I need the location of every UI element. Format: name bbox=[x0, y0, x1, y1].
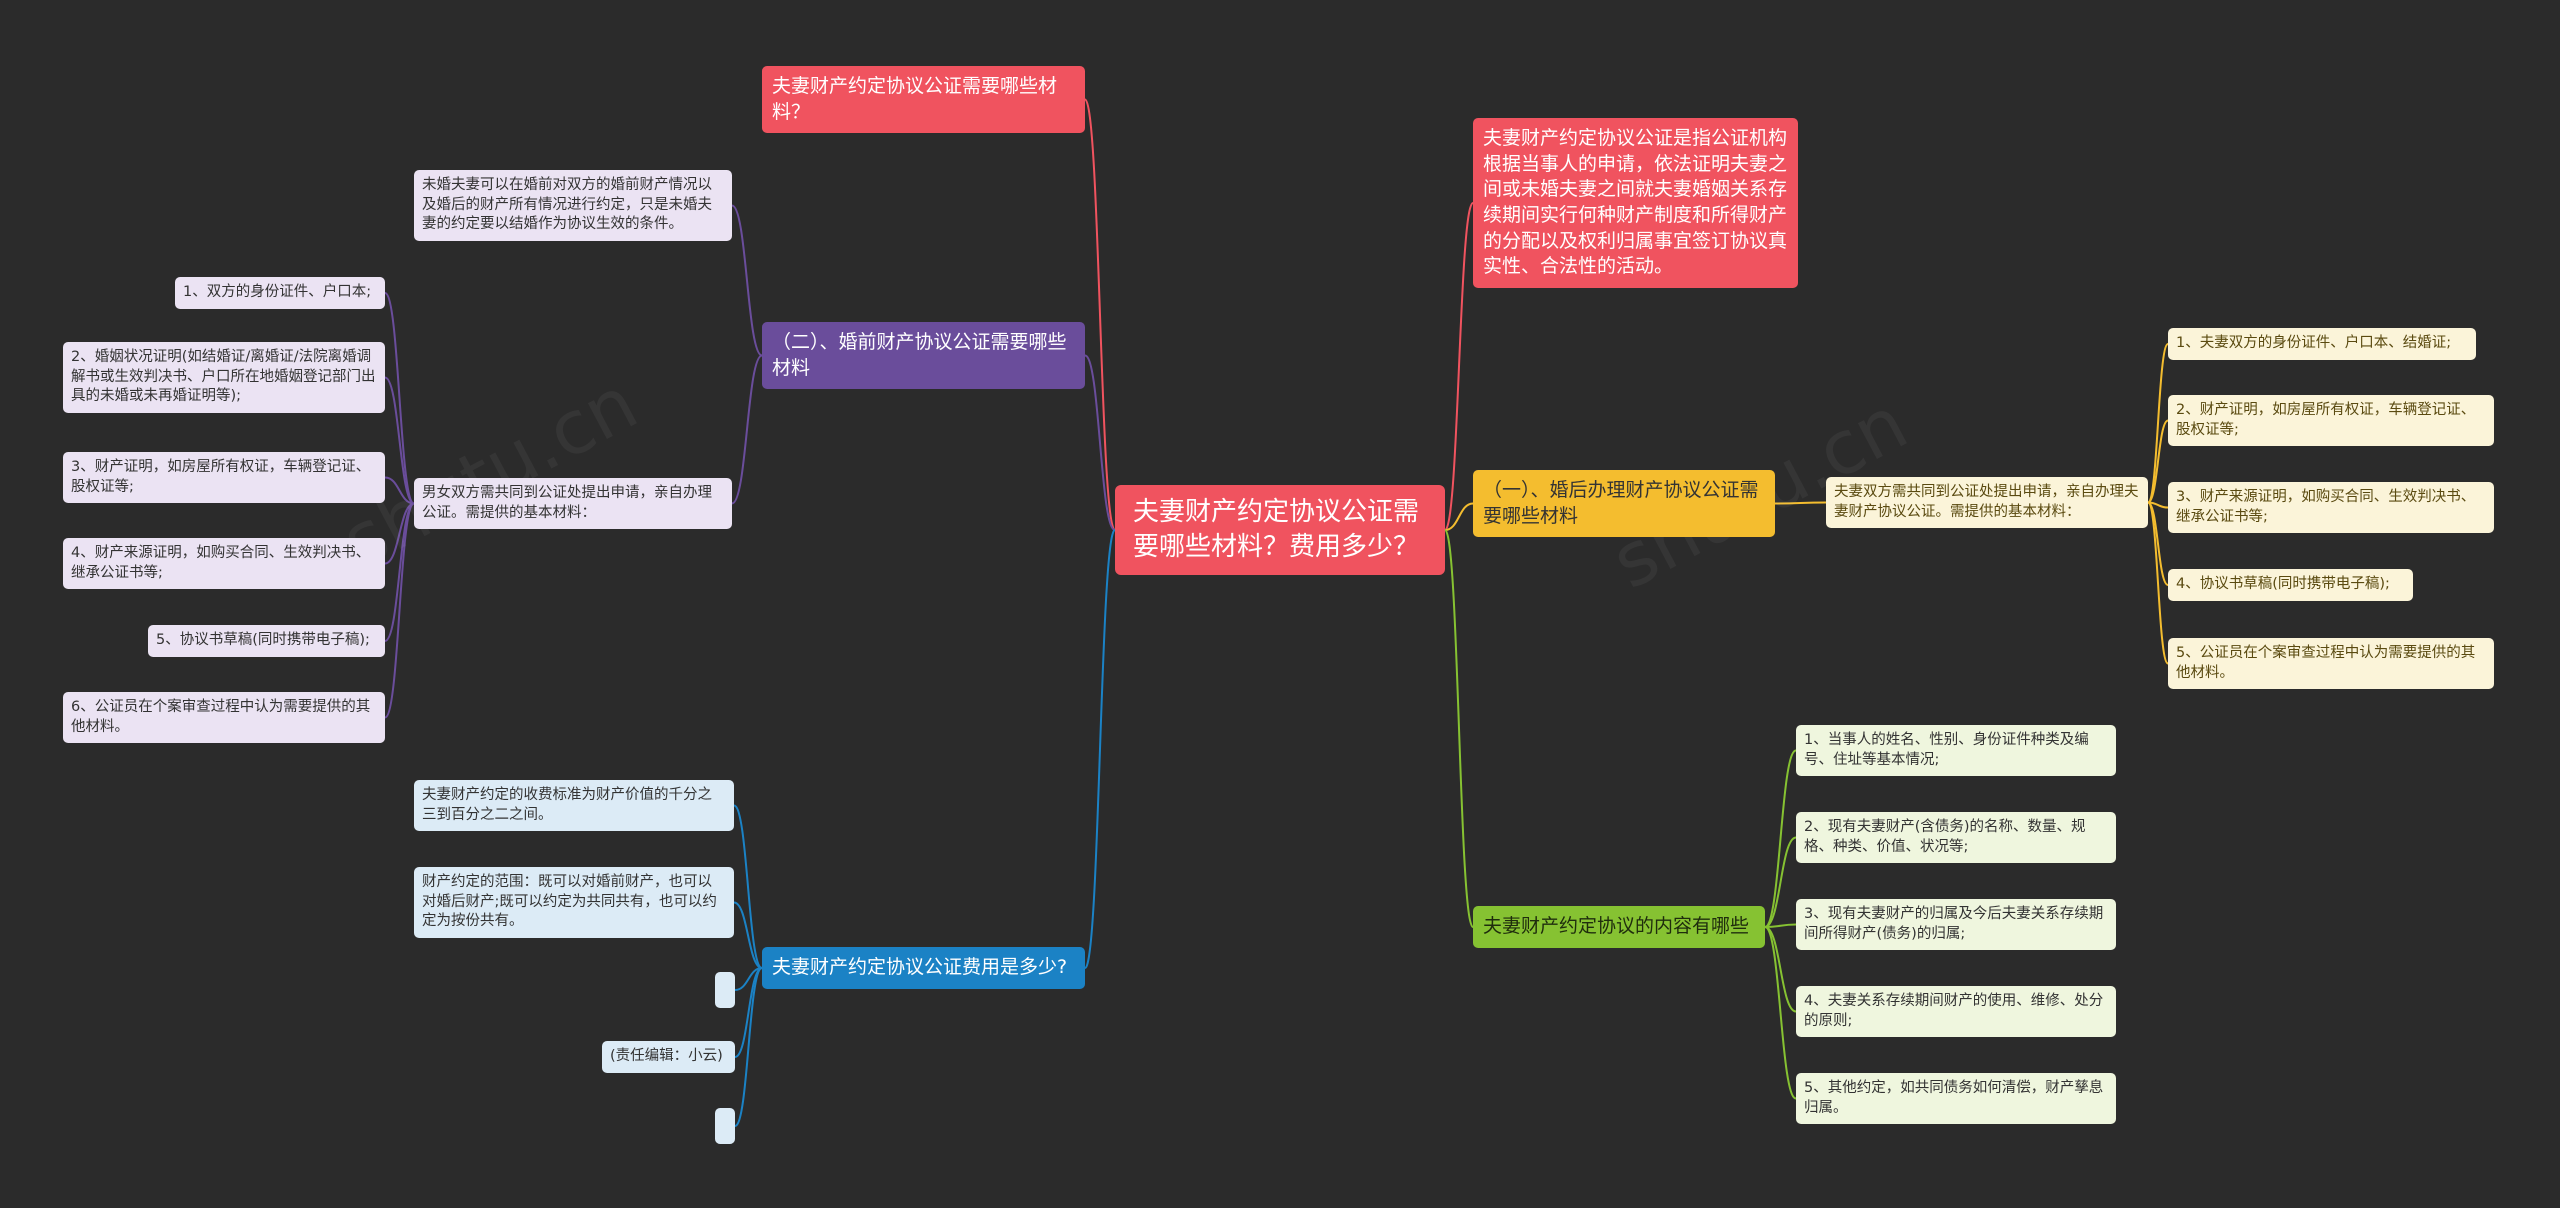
prenuptial-item[interactable]: 4、财产来源证明，如购买合同、生效判决书、继承公证书等; bbox=[63, 538, 385, 590]
connector-line bbox=[1444, 502, 1474, 531]
connector-line bbox=[1764, 923, 1797, 928]
branch-notary-fee[interactable]: 夫妻财产约定协议公证费用是多少? bbox=[762, 947, 1085, 989]
postnuptial-item[interactable]: 1、夫妻双方的身份证件、户口本、结婚证; bbox=[2168, 328, 2476, 360]
content-item[interactable]: 3、现有夫妻财产的归属及今后夫妻关系存续期间所得财产(债务)的归属; bbox=[1796, 899, 2116, 951]
fee-item[interactable]: 财产约定的范围：既可以对婚前财产，也可以对婚后财产;既可以约定为共同共有，也可以… bbox=[414, 867, 734, 938]
postnuptial-item[interactable]: 2、财产证明，如房屋所有权证，车辆登记证、股权证等; bbox=[2168, 395, 2494, 447]
branch-definition[interactable]: 夫妻财产约定协议公证是指公证机构根据当事人的申请，依法证明夫妻之间或未婚夫妻之间… bbox=[1473, 118, 1798, 288]
connector-line bbox=[1764, 749, 1797, 928]
connector-line bbox=[733, 804, 763, 969]
connector-line bbox=[1764, 926, 1797, 1013]
connector-line bbox=[384, 502, 415, 719]
prenuptial-item[interactable]: 1、双方的身份证件、户口本; bbox=[175, 277, 385, 309]
prenuptial-item[interactable]: 2、婚姻状况证明(如结婚证/离婚证/法院离婚调解书或生效判决书、户口所在地婚姻登… bbox=[63, 342, 385, 413]
content-item[interactable]: 4、夫妻关系存续期间财产的使用、维修、处分的原则; bbox=[1796, 986, 2116, 1038]
connector-line bbox=[1084, 529, 1116, 969]
branch-prenuptial-materials[interactable]: （二）、婚前财产协议公证需要哪些材料 bbox=[762, 322, 1085, 390]
prenuptial-item[interactable]: 5、协议书草稿(同时携带电子稿); bbox=[148, 625, 385, 657]
connector-line bbox=[384, 376, 415, 505]
branch-postnuptial-materials[interactable]: （一）、婚后办理财产协议公证需要哪些材料 bbox=[1473, 470, 1775, 538]
prenuptial-item[interactable]: 6、公证员在个案审查过程中认为需要提供的其他材料。 bbox=[63, 692, 385, 744]
connector-line bbox=[384, 292, 415, 505]
central-topic[interactable]: 夫妻财产约定协议公证需要哪些材料？费用多少？ bbox=[1115, 485, 1445, 576]
connector-line bbox=[1444, 202, 1474, 531]
branch-materials-question[interactable]: 夫妻财产约定协议公证需要哪些材料？ bbox=[762, 66, 1085, 134]
fee-item-empty[interactable] bbox=[715, 972, 735, 1008]
connector-line bbox=[734, 967, 763, 1127]
postnuptial-item[interactable]: 3、财产来源证明，如购买合同、生效判决书、继承公证书等; bbox=[2168, 482, 2494, 534]
content-item[interactable]: 1、当事人的姓名、性别、身份证件种类及编号、住址等基本情况; bbox=[1796, 725, 2116, 777]
connector-line bbox=[731, 204, 763, 357]
connector-line bbox=[1084, 98, 1116, 531]
editor-credit[interactable]: (责任编辑：小云) bbox=[602, 1041, 735, 1073]
fee-item[interactable]: 夫妻财产约定的收费标准为财产价值的千分之三到百分之二之间。 bbox=[414, 780, 734, 832]
connector-line bbox=[1084, 354, 1116, 531]
connector-line bbox=[384, 476, 415, 505]
fee-item-empty[interactable] bbox=[715, 1108, 735, 1144]
content-item[interactable]: 2、现有夫妻财产(含债务)的名称、数量、规格、种类、价值、状况等; bbox=[1796, 812, 2116, 864]
connector-line bbox=[1774, 501, 1827, 505]
connector-line bbox=[2147, 501, 2169, 665]
connector-line bbox=[384, 502, 415, 565]
prenuptial-item[interactable]: 3、财产证明，如房屋所有权证，车辆登记证、股权证等; bbox=[63, 452, 385, 504]
content-item[interactable]: 5、其他约定，如共同债务如何清偿，财产孳息归属。 bbox=[1796, 1073, 2116, 1125]
connector-line bbox=[2147, 419, 2169, 504]
branch-agreement-contents[interactable]: 夫妻财产约定协议的内容有哪些 bbox=[1473, 906, 1765, 948]
connector-line bbox=[731, 354, 763, 505]
prenuptial-intro[interactable]: 未婚夫妻可以在婚前对双方的婚前财产情况以及婚后的财产所有情况进行约定，只是未婚夫… bbox=[414, 170, 732, 241]
connector-line bbox=[2147, 343, 2169, 504]
postnuptial-item[interactable]: 5、公证员在个案审查过程中认为需要提供的其他材料。 bbox=[2168, 638, 2494, 690]
postnuptial-item[interactable]: 4、协议书草稿(同时携带电子稿); bbox=[2168, 569, 2413, 601]
connector-line bbox=[1444, 529, 1474, 928]
prenuptial-requirement[interactable]: 男女双方需共同到公证处提出申请，亲自办理公证。需提供的基本材料： bbox=[414, 478, 732, 530]
connector-line bbox=[1764, 926, 1797, 1100]
connector-line bbox=[1764, 836, 1797, 928]
postnuptial-requirement[interactable]: 夫妻双方需共同到公证处提出申请，亲自办理夫妻财产协议公证。需提供的基本材料： bbox=[1826, 477, 2148, 529]
connector-line bbox=[733, 901, 763, 969]
